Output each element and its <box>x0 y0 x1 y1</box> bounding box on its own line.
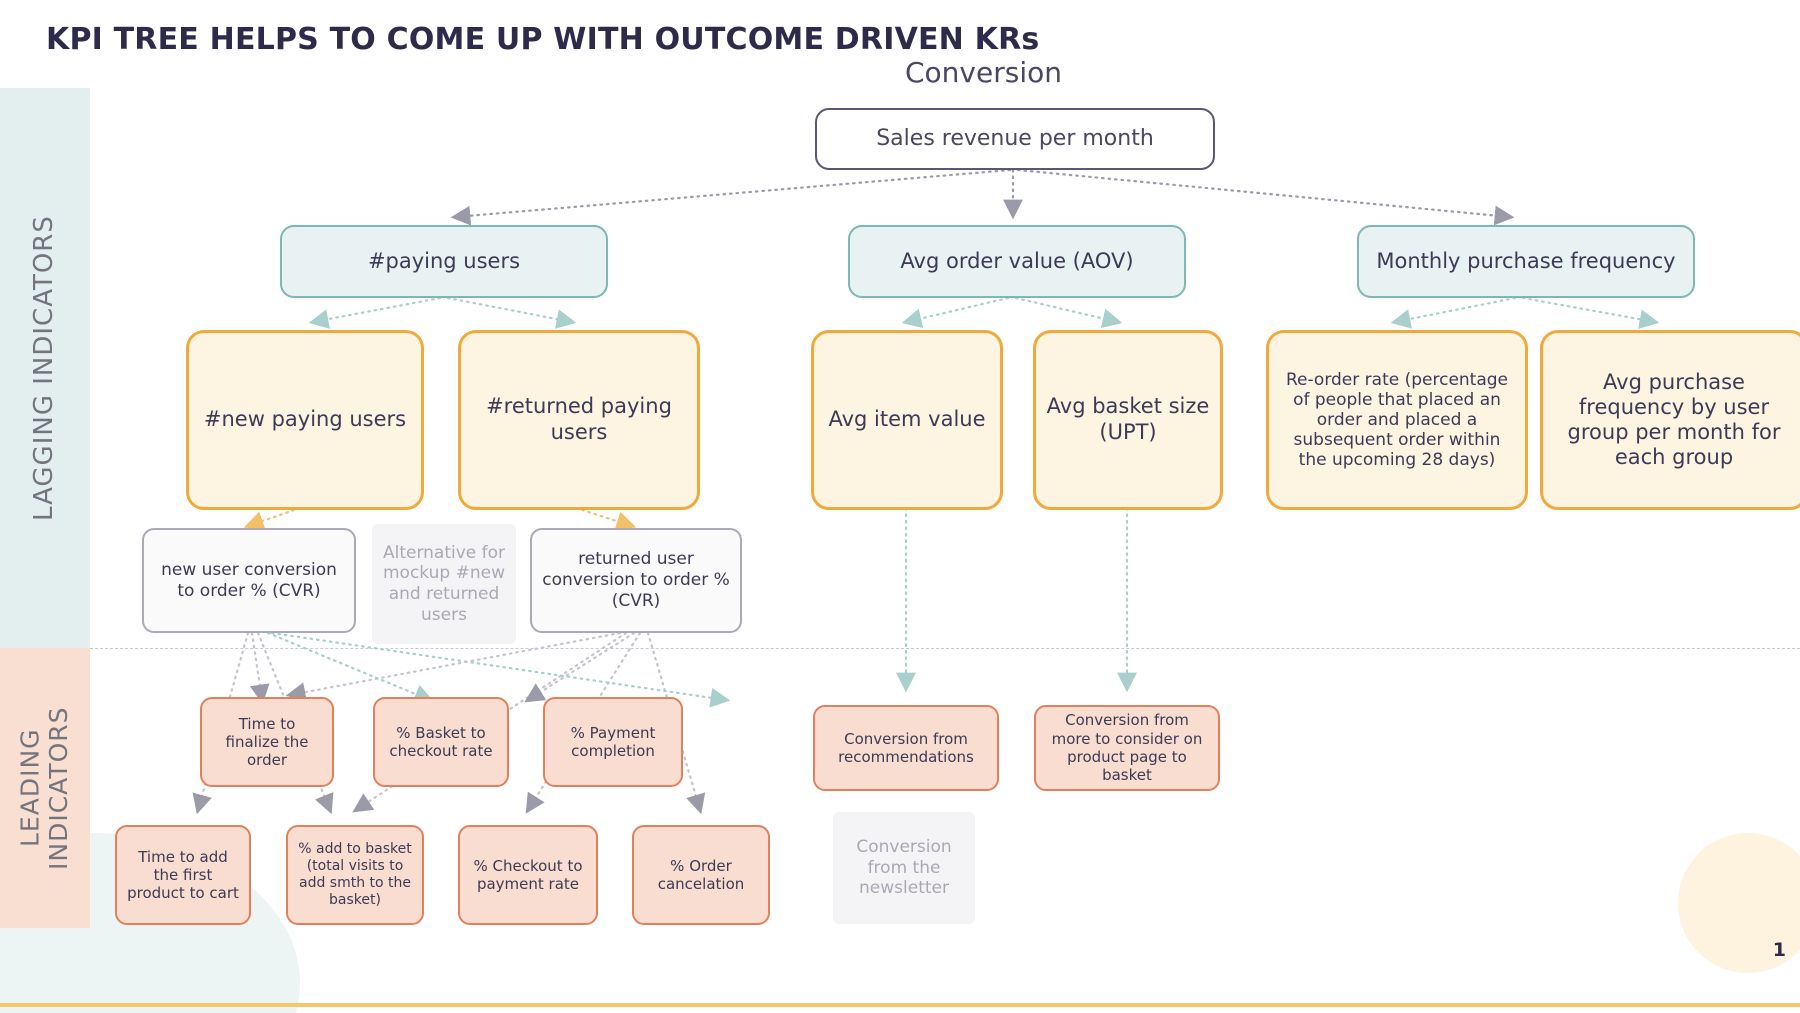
node-avg-purchase-frequency-by-group[interactable]: Avg purchase frequency by user group per… <box>1540 330 1800 510</box>
node-avg-item-value[interactable]: Avg item value <box>811 330 1003 510</box>
node-checkout-to-payment-rate[interactable]: % Checkout to payment rate <box>458 825 598 925</box>
node-new-user-cvr[interactable]: new user conversion to order % (CVR) <box>142 528 356 633</box>
node-paying-users[interactable]: #paying users <box>280 225 608 298</box>
node-returned-user-cvr[interactable]: returned user conversion to order % (CVR… <box>530 528 742 633</box>
node-returned-paying-users[interactable]: #returned paying users <box>458 330 700 510</box>
node-time-to-add-first-product[interactable]: Time to add the first product to cart <box>115 825 251 925</box>
node-sales-revenue-per-month[interactable]: Sales revenue per month <box>815 108 1215 170</box>
band-leading-label: LEADING INDICATORS <box>15 706 73 870</box>
band-lagging-label: LAGGING INDICATORS <box>29 215 60 521</box>
node-add-to-basket[interactable]: % add to basket (total visits to add smt… <box>286 825 424 925</box>
page-title: KPI TREE HELPS TO COME UP WITH OUTCOME D… <box>46 22 1040 57</box>
node-basket-to-checkout-rate[interactable]: % Basket to checkout rate <box>373 697 509 787</box>
node-monthly-purchase-frequency[interactable]: Monthly purchase frequency <box>1357 225 1695 298</box>
decorative-circle-bottom-right <box>1678 833 1800 973</box>
node-reorder-rate[interactable]: Re-order rate (percentage of people that… <box>1266 330 1528 510</box>
node-time-to-finalize-order[interactable]: Time to finalize the order <box>200 697 334 787</box>
node-order-cancelation[interactable]: % Order cancelation <box>632 825 770 925</box>
node-new-paying-users[interactable]: #new paying users <box>186 330 424 510</box>
lagging-leading-divider <box>90 648 1800 649</box>
page-subtitle: Conversion <box>905 56 1062 89</box>
node-avg-order-value[interactable]: Avg order value (AOV) <box>848 225 1186 298</box>
node-avg-basket-size[interactable]: Avg basket size (UPT) <box>1033 330 1223 510</box>
node-alternative-for-mockup: Alternative for mockup #new and returned… <box>372 524 516 644</box>
node-payment-completion[interactable]: % Payment completion <box>543 697 683 787</box>
page-number: 1 <box>1772 939 1786 961</box>
node-conversion-from-newsletter: Conversion from the newsletter <box>833 812 975 924</box>
node-conversion-from-recommendations[interactable]: Conversion from recommendations <box>813 705 999 791</box>
band-leading-indicators: LEADING INDICATORS <box>0 648 90 928</box>
band-lagging-indicators: LAGGING INDICATORS <box>0 88 90 648</box>
node-conversion-more-to-consider[interactable]: Conversion from more to consider on prod… <box>1034 705 1220 791</box>
bottom-accent-rule <box>0 1003 1800 1007</box>
